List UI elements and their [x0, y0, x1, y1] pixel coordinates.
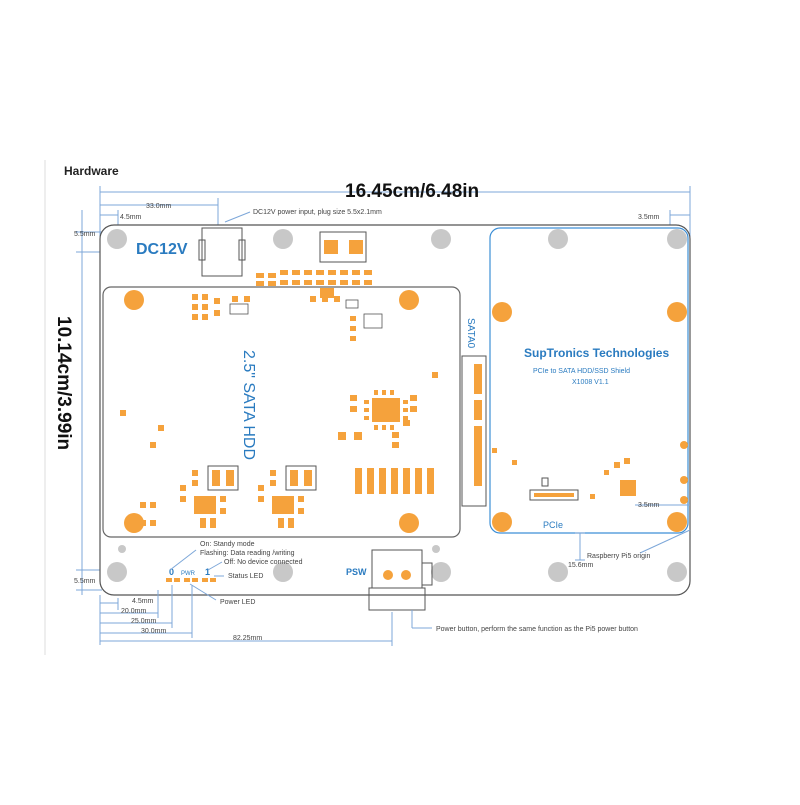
pi-mount-pad — [492, 302, 512, 322]
led-leader-lines — [169, 549, 432, 629]
pi-mount-pad — [667, 512, 687, 532]
mount-hole — [667, 562, 687, 582]
mounting-holes — [107, 229, 687, 582]
pcie-connector — [529, 489, 579, 501]
dim-82-25mm: 82.25mm — [233, 635, 262, 642]
small-chips — [229, 299, 383, 329]
height-dimension-title: 10.14cm/3.99in — [53, 316, 74, 450]
status-led-annotation: Status LED — [228, 573, 263, 580]
sata0-pins — [474, 364, 517, 486]
status-off-annotation: Off: No device connected — [224, 559, 303, 566]
section-title: Hardware — [64, 164, 119, 178]
dimension-lines-bottom — [99, 585, 393, 646]
small-hole — [432, 545, 440, 553]
pi-mount-pad — [667, 302, 687, 322]
mount-hole — [548, 229, 568, 249]
pi-small-pad — [680, 476, 688, 484]
led-0-label: 0 — [169, 567, 174, 577]
dc-jack — [201, 227, 243, 277]
sata0-connector — [461, 355, 487, 507]
power-button-cap — [368, 587, 426, 611]
brand-label: SupTronics Technologies — [524, 346, 669, 360]
regulator-right — [258, 465, 317, 528]
status-flash-annotation: Flashing: Data reading /writing — [200, 550, 295, 557]
mount-hole — [431, 562, 451, 582]
dc12v-label: DC12V — [136, 241, 188, 258]
dim-30mm: 30.0mm — [141, 628, 166, 635]
psw-pad — [401, 570, 411, 580]
power-led-annotation: Power LED — [220, 599, 255, 606]
pcie-label: PCIe — [543, 520, 563, 530]
pi-small-pad — [680, 441, 688, 449]
mount-hole — [431, 229, 451, 249]
pi5-board-outline — [489, 227, 689, 534]
dim-15-6mm: 15.6mm — [568, 562, 593, 569]
pi5-origin-annotation: Raspberry Pi5 origin — [587, 553, 651, 560]
pi-mount-pad — [492, 512, 512, 532]
sata-drive-label: 2.5" SATA HDD — [240, 350, 257, 460]
width-dimension-title: 16.45cm/6.48in — [345, 181, 479, 202]
dim-5-5mm-bottom: 5.5mm — [74, 578, 96, 585]
board-subtitle: PCIe to SATA HDD/SSD Shield — [533, 368, 630, 375]
small-hole — [118, 545, 126, 553]
mount-hole — [548, 562, 568, 582]
led-pwr-label: PWR — [181, 571, 196, 577]
orange-mount-pads — [124, 290, 688, 580]
dim-33mm: 33.0mm — [146, 203, 171, 210]
dim-4-5mm-top: 4.5mm — [120, 214, 142, 221]
dim-3-5mm-top: 3.5mm — [638, 214, 660, 221]
dim-5-5mm-top: 5.5mm — [74, 231, 96, 238]
pi-small-pad — [680, 496, 688, 504]
smd-pads-top — [192, 270, 372, 341]
power-button-annotation: Power button, perform the same function … — [436, 626, 638, 633]
top-inductor — [319, 231, 367, 263]
dimension-lines-top — [99, 186, 691, 240]
sata-controller-ic — [120, 372, 438, 448]
smd-pads-bottom — [355, 468, 434, 494]
dimension-lines-left — [76, 210, 102, 595]
mount-hole — [667, 229, 687, 249]
mount-hole — [273, 562, 293, 582]
mount-hole — [107, 562, 127, 582]
drive-mount-pad — [124, 290, 144, 310]
dc-input-annotation: DC12V power input, plug size 5.5x2.1mm — [253, 209, 382, 216]
dim-20mm: 20.0mm — [121, 608, 146, 615]
dim-3-5mm-right: 3.5mm — [638, 502, 660, 509]
board-model: X1008 V1.1 — [572, 379, 609, 386]
status-on-annotation: On: Standy mode — [200, 541, 255, 548]
led-pads — [166, 578, 216, 582]
psw-label: PSW — [346, 567, 367, 577]
mount-hole — [107, 229, 127, 249]
dim-4-5mm-bottom: 4.5mm — [132, 598, 154, 605]
sata0-label: SATA0 — [465, 318, 476, 349]
psw-pad — [383, 570, 393, 580]
dim-25mm: 25.0mm — [131, 618, 156, 625]
dimension-lines-right — [575, 504, 691, 561]
drive-mount-pad — [399, 290, 419, 310]
led-1-label: 1 — [205, 567, 210, 577]
drive-mount-pad — [124, 513, 144, 533]
sata-drive-outline — [102, 286, 461, 538]
mount-hole — [273, 229, 293, 249]
drive-mount-pad — [399, 513, 419, 533]
regulator-left — [140, 465, 239, 528]
